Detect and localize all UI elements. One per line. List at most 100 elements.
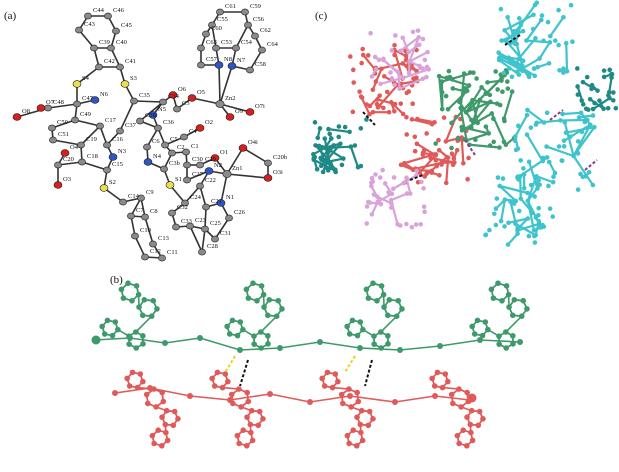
green-ring-mid-0-atom-4 <box>142 297 148 303</box>
teal-mol-1-atom-18 <box>581 80 586 85</box>
red-ring-a-0-atom-3 <box>124 376 130 382</box>
green-ring-low-0-atom-3 <box>99 324 105 330</box>
green-ring-top-3-atom-4 <box>495 280 501 286</box>
cyan-mol-1-atom-22 <box>560 112 565 117</box>
green-ring-side-0-atom-2 <box>126 341 132 347</box>
cyan-mol-1-atom-13 <box>579 111 584 116</box>
cyan-mol-1-atom-14 <box>576 151 581 156</box>
atom-label-O4i: O4i <box>248 139 258 146</box>
red-mol-0-atom-22 <box>387 110 392 115</box>
pink-mol-1-atom-31 <box>370 176 375 181</box>
cyan-mol-2-atom-47 <box>527 234 532 239</box>
atom-label-C56: C56 <box>253 16 265 23</box>
bond-a-50 <box>219 65 220 104</box>
atom-S3 <box>121 81 129 88</box>
cyan-mol-2-atom-15 <box>537 219 542 224</box>
cyan-mol-1-atom-56 <box>559 158 564 163</box>
green-mol-0-atom-37 <box>474 76 479 81</box>
teal-mol-0-atom-39 <box>333 170 338 175</box>
teal-mol-1-atom-28 <box>611 90 616 95</box>
atom-label-S1: S1 <box>175 176 182 183</box>
cyan-mol-1-atom-42 <box>562 144 567 149</box>
pink-mol-1-atom-7 <box>370 212 375 217</box>
atom-label-O7i: O7i <box>255 103 265 110</box>
pink-mol-1-atom-36 <box>401 181 406 186</box>
red-backbone-7 <box>395 396 435 402</box>
atom-label-C34: C34 <box>168 93 180 100</box>
atom-C47 <box>73 101 80 107</box>
atom-C59 <box>241 9 248 15</box>
pink-mol-0-atom-31 <box>390 76 395 81</box>
red-mol-0-atom-0 <box>348 54 353 59</box>
red-mol-0-atom-44 <box>398 101 403 106</box>
atom-label-C45: C45 <box>121 22 132 29</box>
atom-label-C37: C37 <box>125 122 137 129</box>
atom-C16 <box>103 142 110 148</box>
packing-c-diagram <box>305 0 619 268</box>
cyan-mol-0-atom-7 <box>516 57 521 62</box>
green-ring-top-2-atom-4 <box>370 280 376 286</box>
atom-Zn2 <box>216 100 224 107</box>
atom-label-C28: C28 <box>207 243 218 250</box>
atom-label-C21: C21 <box>211 198 222 205</box>
atom-N3 <box>109 154 117 161</box>
red-ring-d-2-atom-1 <box>354 443 360 449</box>
green-mol-0-atom-54 <box>493 69 498 74</box>
red-ring-d-2-atom-2 <box>346 441 352 447</box>
green-backbone-7 <box>360 348 400 350</box>
red-ring-d-2-atom-0 <box>360 438 366 444</box>
red-mol-0-atom-43 <box>351 68 356 73</box>
teal-mol-0-atom-26 <box>337 124 342 129</box>
pink-mol-0-atom-13 <box>406 50 411 55</box>
pink-mol-1-atom-21 <box>365 204 370 209</box>
bond-a-88 <box>227 174 268 178</box>
atom-label-C9: C9 <box>146 189 154 196</box>
red-mol-1-atom-44 <box>452 160 457 165</box>
cyan-mol-2-atom-36 <box>513 221 518 226</box>
green-ring-low-2-atom-5 <box>357 319 363 325</box>
cyan-mol-0-atom-10 <box>537 56 542 61</box>
teal-mol-0-atom-15 <box>343 125 348 130</box>
atom-C26 <box>225 215 232 221</box>
cyan-mol-1-atom-2 <box>588 122 593 127</box>
red-ring-b-1-atom-5 <box>244 390 250 396</box>
red-ring-d-0-atom-4 <box>155 427 161 433</box>
cyan-mol-2-atom-33 <box>518 196 523 201</box>
atom-label-C59: C59 <box>250 3 261 10</box>
atom-C15 <box>103 167 110 173</box>
cyan-mol-1-bond-22 <box>563 113 581 114</box>
red-mol-1-atom-7 <box>410 117 415 122</box>
cyan-mol-2-atom-9 <box>537 182 542 187</box>
cyan-mol-1-bond-24 <box>527 110 544 123</box>
pink-mol-1-atom-39 <box>391 186 396 191</box>
cyan-mol-1-atom-50 <box>521 166 526 171</box>
atom-label-C41: C41 <box>125 58 136 65</box>
atom-label-N3: N3 <box>118 148 126 155</box>
green-backbone-atom-8 <box>397 347 403 353</box>
atom-label-C4: C4 <box>189 128 197 135</box>
atom-label-C19: C19 <box>86 136 97 143</box>
atom-C19 <box>77 142 84 148</box>
cyan-mol-2-atom-20 <box>526 216 531 221</box>
atom-label-C53: C53 <box>221 39 232 46</box>
atom-C17 <box>96 123 103 129</box>
cyan-mol-0-atom-36 <box>499 7 504 12</box>
red-mol-0-atom-40 <box>391 102 396 107</box>
red-mol-1-atom-22 <box>466 156 471 161</box>
red-mol-0-atom-45 <box>410 101 415 106</box>
atom-label-C11: C11 <box>167 249 178 256</box>
atom-label-O3: O3 <box>63 176 71 183</box>
red-mol-0-atom-31 <box>392 109 397 114</box>
teal-mol-1-atom-25 <box>579 98 584 103</box>
atom-label-Zn1: Zn1 <box>232 165 242 172</box>
atom-label-N2: N2 <box>214 162 222 169</box>
green-ring-mid-0-atom-5 <box>150 298 156 304</box>
red-ring-a-3-atom-2 <box>432 383 438 389</box>
atom-label-N1: N1 <box>226 194 234 201</box>
red-ring-b-0-atom-3 <box>144 392 150 398</box>
cyan-mol-1-atom-17 <box>529 125 534 130</box>
green-ring-mid-3-atom-5 <box>520 298 526 304</box>
red-ring-b-0-atom-2 <box>145 401 151 407</box>
green-backbone-atom-1 <box>127 335 133 341</box>
